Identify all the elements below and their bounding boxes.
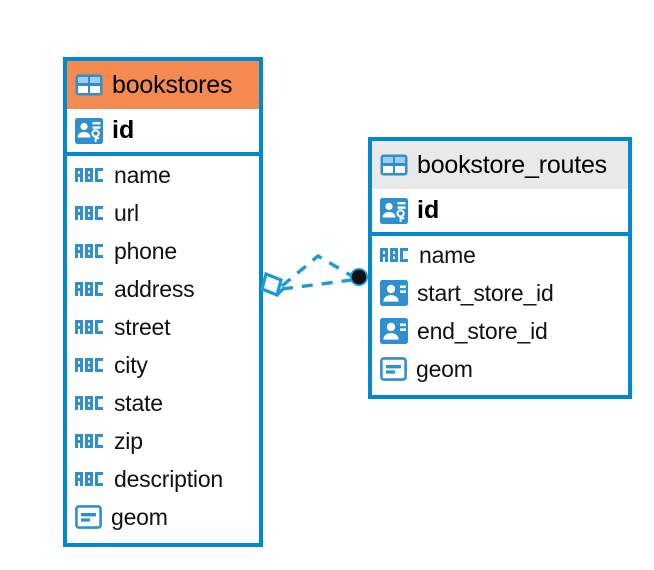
- abc-text-icon: [75, 356, 105, 374]
- primary-key-label: id: [112, 116, 135, 144]
- field-label: url: [114, 199, 139, 226]
- entity-title: bookstore_routes: [417, 150, 607, 179]
- table-grid-icon: [75, 74, 103, 96]
- field-row[interactable]: state: [67, 384, 259, 422]
- field-row[interactable]: name: [372, 236, 628, 274]
- field-row[interactable]: address: [67, 270, 259, 308]
- abc-text-icon: [75, 242, 105, 260]
- field-label: address: [114, 275, 195, 302]
- field-row[interactable]: name: [67, 156, 259, 194]
- primary-key-card-icon: [380, 197, 408, 224]
- field-label: end_store_id: [417, 317, 548, 344]
- primary-key-card-icon: [75, 117, 103, 144]
- field-label: start_store_id: [417, 279, 554, 306]
- crowsfoot-diamond-icon: [260, 271, 286, 298]
- entity-header-bookstore-routes[interactable]: bookstore_routes: [372, 141, 628, 189]
- field-row[interactable]: street: [67, 308, 259, 346]
- field-label: zip: [114, 427, 143, 454]
- abc-text-icon: [75, 432, 105, 450]
- field-label: state: [114, 389, 163, 416]
- field-row[interactable]: description: [67, 460, 259, 498]
- abc-text-icon: [75, 204, 105, 222]
- field-label: name: [114, 161, 171, 188]
- geometry-icon: [75, 505, 102, 529]
- primary-key-row[interactable]: id: [67, 109, 259, 156]
- entity-title: bookstores: [112, 70, 233, 99]
- field-label: name: [419, 241, 476, 268]
- field-label: phone: [114, 237, 177, 264]
- entity-bookstore-routes[interactable]: bookstore_routes id: [368, 137, 632, 399]
- field-row[interactable]: geom: [372, 350, 628, 388]
- field-label: geom: [416, 355, 473, 382]
- primary-key-row[interactable]: id: [372, 189, 628, 236]
- field-label: description: [114, 465, 224, 492]
- field-row[interactable]: start_store_id: [372, 274, 628, 312]
- geometry-icon: [380, 357, 407, 381]
- field-label: street: [114, 313, 171, 340]
- field-label: geom: [111, 503, 168, 530]
- foreign-key-card-icon: [380, 318, 408, 344]
- field-label: city: [114, 351, 148, 378]
- field-row[interactable]: city: [67, 346, 259, 384]
- table-grid-icon: [380, 154, 408, 176]
- abc-text-icon: [380, 246, 410, 264]
- abc-text-icon: [75, 318, 105, 336]
- field-row[interactable]: zip: [67, 422, 259, 460]
- field-row[interactable]: phone: [67, 232, 259, 270]
- entity-bookstores[interactable]: bookstores id: [63, 57, 263, 547]
- filled-circle-icon: [350, 268, 368, 286]
- relationship-line-lower: [281, 278, 353, 291]
- abc-text-icon: [75, 394, 105, 412]
- entity-header-bookstores[interactable]: bookstores: [67, 61, 259, 109]
- abc-text-icon: [75, 470, 105, 488]
- abc-text-icon: [75, 166, 105, 184]
- foreign-key-card-icon: [380, 280, 408, 306]
- field-row[interactable]: end_store_id: [372, 312, 628, 350]
- primary-key-label: id: [417, 196, 440, 224]
- field-row[interactable]: url: [67, 194, 259, 232]
- relationship-line-upper: [280, 253, 353, 288]
- field-row[interactable]: geom: [67, 498, 259, 536]
- abc-text-icon: [75, 280, 105, 298]
